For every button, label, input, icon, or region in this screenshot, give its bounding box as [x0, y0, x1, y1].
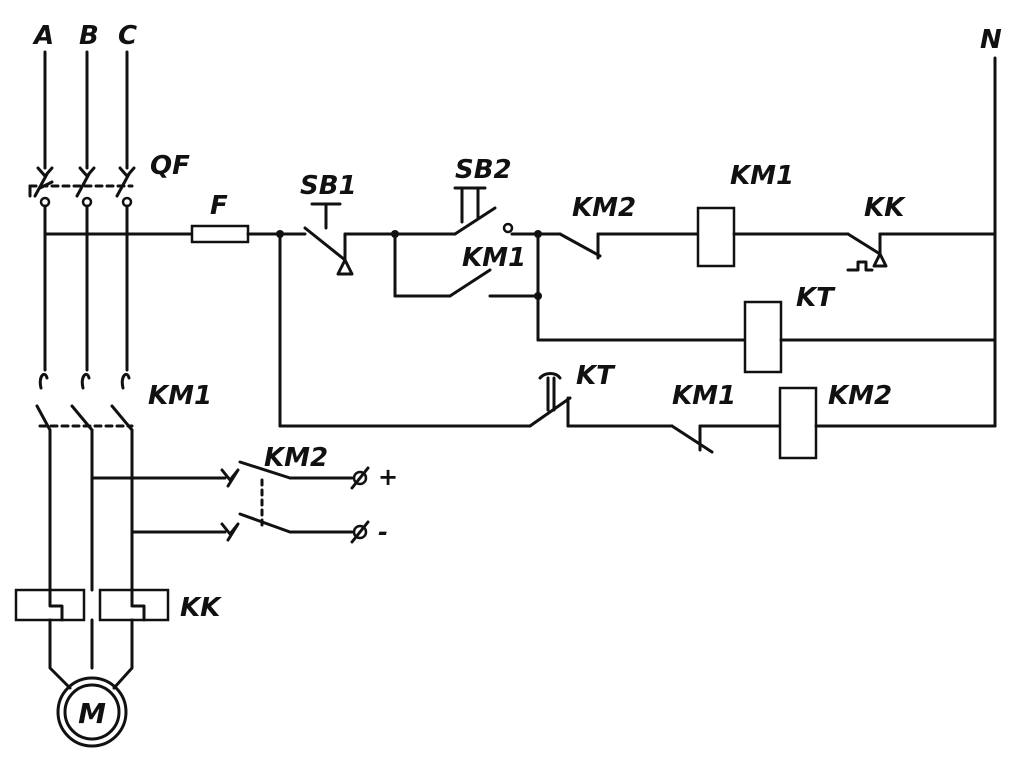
kt-time-contact: KT [528, 361, 616, 428]
qf-label: QF [150, 151, 190, 181]
km1-hold-contact: KM1 [393, 232, 540, 298]
km1-main-contacts-label: KM1 [148, 381, 212, 411]
phase-b-label: B [79, 21, 99, 51]
km2-dc-contacts-label: KM2 [264, 443, 328, 473]
motor-label: M [78, 697, 106, 730]
kt-coil-label: KT [796, 283, 836, 313]
phase-a-line: A [32, 21, 54, 592]
dc-minus-label: - [378, 518, 388, 546]
fuse-label: F [210, 191, 228, 221]
phase-c-label: C [118, 21, 137, 51]
sb1-label: SB1 [300, 171, 357, 201]
km2-coil [778, 386, 818, 460]
neutral-label: N [980, 25, 1002, 55]
dc-braking-circuit: + - KM2 [90, 443, 398, 546]
phase-a-label: A [32, 21, 54, 51]
thermal-relay-elements: KK [14, 588, 222, 623]
km1-coil: KM1 [696, 161, 850, 268]
kk-nc-contact: KK [846, 193, 997, 272]
stop-button-sb1: SB1 [300, 171, 397, 276]
control-circuit: N F SB1 SB2 [43, 25, 1002, 460]
kt-contact-label: KT [576, 361, 616, 391]
dc-plus-label: + [378, 463, 398, 491]
phase-b-line: B [70, 21, 99, 592]
km1-contact-label: KM1 [672, 381, 736, 411]
km1-nc-contact: KM1 [670, 381, 782, 454]
km1-coil-label: KM1 [730, 161, 794, 191]
thermal-relay-label: KK [180, 593, 222, 623]
kk-contact-label: KK [864, 193, 906, 223]
km2-coil-label: KM2 [828, 381, 892, 411]
phase-c-line: C [110, 21, 137, 592]
start-button-sb2: SB2 [391, 155, 540, 238]
km2-nc-contact: KM2 [536, 193, 700, 260]
km2-coil-branch: KT KM1 KM2 [278, 232, 997, 460]
sb2-label: SB2 [455, 155, 512, 185]
power-circuit: A B C [14, 21, 398, 748]
km2-contact-label: KM2 [572, 193, 636, 223]
kt-coil: KT [536, 283, 997, 374]
motor: M [56, 676, 128, 748]
km1-hold-label: KM1 [462, 243, 526, 273]
fuse-f [190, 224, 250, 244]
